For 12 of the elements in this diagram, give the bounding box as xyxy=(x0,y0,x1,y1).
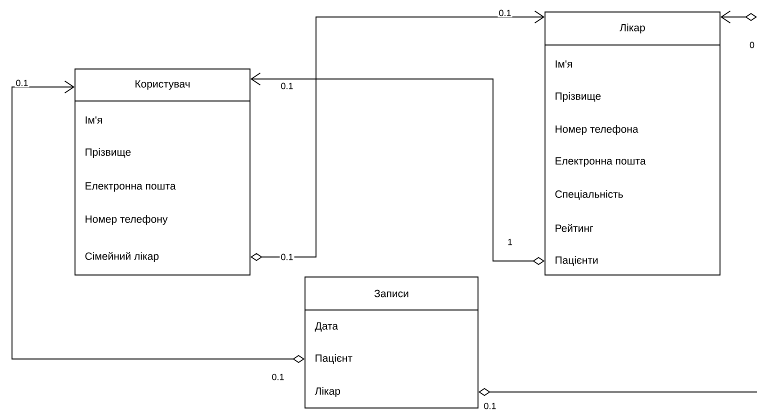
multiplicity-label: 0.1 xyxy=(14,78,30,88)
multiplicity-label: 0.1 xyxy=(280,82,294,90)
multiplicity-label: 0 xyxy=(748,40,756,50)
connector xyxy=(720,10,757,24)
multiplicity-label: 0.1 xyxy=(498,8,512,18)
multiplicity-label: 0.1 xyxy=(482,402,498,410)
multiplicity-label: 0.1 xyxy=(280,252,294,262)
class-box: Лікар Ім'я Прізвище Номер телефона Електронна пошта Спеціальність Рейтинг Пацієнти xyxy=(544,12,720,276)
class-box: Записи Дата Пацієнт Лікар xyxy=(304,276,478,408)
multiplicity-label: 0.1 xyxy=(270,372,286,382)
class-box: Користувач Ім'я Прізвище Електронна пошта Номер телефону Сімейний лікар xyxy=(74,68,250,276)
multiplicity-label: 1 xyxy=(506,238,514,246)
